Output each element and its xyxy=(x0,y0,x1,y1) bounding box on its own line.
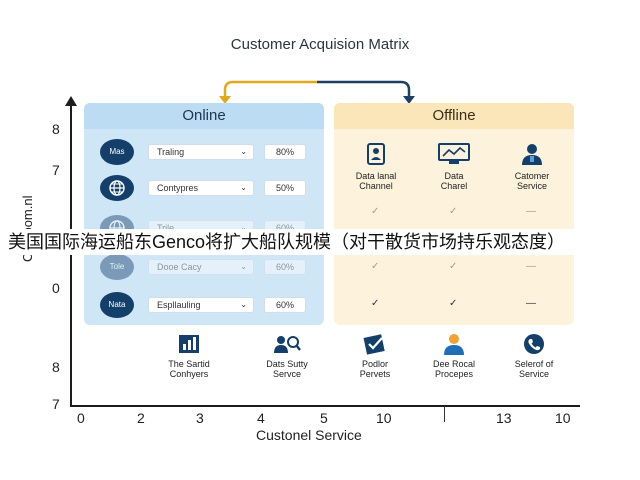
bottom-label: Service xyxy=(518,369,549,379)
bottom-item: Podlor Pervets xyxy=(338,333,412,379)
x-tick: 13 xyxy=(496,410,512,426)
globe-icon xyxy=(100,175,134,201)
channel-select[interactable]: Espllauling ⌄ xyxy=(148,297,254,313)
chevron-down-icon: ⌄ xyxy=(240,147,247,156)
select-value: Dooe Cacy xyxy=(157,262,202,272)
bottom-label: Procepes xyxy=(434,369,474,379)
offline-panel: Offline xyxy=(334,103,574,325)
chevron-down-icon: ⌄ xyxy=(240,223,247,232)
bottom-item: The Sartid Conhyers xyxy=(152,333,226,379)
online-row: Mas Traling ⌄ 80% xyxy=(100,139,314,165)
dash-mark: — xyxy=(526,206,536,217)
offline-channel: Catomer Service xyxy=(497,142,567,191)
offline-label: Channel xyxy=(359,181,393,191)
check-mark: ✓ xyxy=(449,206,458,217)
row-badge: Nata xyxy=(100,292,134,318)
bottom-item: Selerof of Service xyxy=(497,333,571,379)
percent-field[interactable]: 50% xyxy=(264,180,306,196)
online-row: Nata Espllauling ⌄ 60% xyxy=(100,292,314,318)
connector-arrows xyxy=(219,80,415,104)
check-mark: ✓ xyxy=(371,206,380,217)
check-mark: ✓ xyxy=(371,261,380,272)
overlay-caption: 美国国际海运船东Genco将扩大船队规模（对干散货市场持乐观态度） xyxy=(0,229,640,255)
chart-title: Customer Acquision Matrix xyxy=(230,36,410,53)
y-axis-arrow xyxy=(65,96,77,106)
select-value: Espllauling xyxy=(157,300,201,310)
channel-select[interactable]: Contypres ⌄ xyxy=(148,180,254,196)
bottom-label: Pervets xyxy=(359,369,391,379)
document-check-icon xyxy=(363,334,385,355)
bottom-label: Selerof of xyxy=(514,359,554,369)
x-tick: 4 xyxy=(257,410,265,426)
bar-chart-icon xyxy=(179,335,199,353)
y-tick: 7 xyxy=(52,162,60,178)
row-badge: Mas xyxy=(100,139,134,165)
bottom-label: Servce xyxy=(272,369,301,379)
y-axis xyxy=(70,104,72,406)
bottom-label: Podlor xyxy=(361,359,388,369)
offline-label: Charel xyxy=(440,181,468,191)
offline-label: Data lanal xyxy=(355,171,397,181)
online-header: Online xyxy=(84,103,324,129)
x-axis-marker xyxy=(444,406,445,422)
offline-label: Catomer xyxy=(514,171,550,181)
offline-channel: Data lanal Channel xyxy=(341,142,411,191)
x-tick: 3 xyxy=(196,410,204,426)
dash-mark: — xyxy=(526,261,536,272)
x-tick: 2 xyxy=(137,410,145,426)
bottom-label: Dee Rocal xyxy=(432,359,476,369)
bottom-item: Dee Rocal Procepes xyxy=(417,333,491,379)
chevron-down-icon: ⌄ xyxy=(240,183,247,192)
x-axis-label: Custonel Service xyxy=(256,427,362,443)
y-tick: 7 xyxy=(52,396,60,412)
x-tick: 10 xyxy=(376,410,392,426)
y-tick: 0 xyxy=(52,280,60,296)
offline-label: Data xyxy=(444,171,464,181)
chevron-down-icon: ⌄ xyxy=(240,300,247,309)
check-mark: ✓ xyxy=(449,261,458,272)
percent-field[interactable]: 60% xyxy=(264,297,306,313)
person-icon xyxy=(522,144,542,165)
row-badge: Tole xyxy=(100,254,134,280)
bottom-label: Dats Sutty xyxy=(266,359,308,369)
bottom-item: Dats Sutty Servce xyxy=(250,333,324,379)
y-tick: 8 xyxy=(52,121,60,137)
bottom-label: The Sartid xyxy=(168,359,210,369)
online-row: Tole Dooe Cacy ⌄ 60% xyxy=(100,254,314,280)
id-badge-icon xyxy=(367,143,385,165)
select-value: Traling xyxy=(157,147,185,157)
monitor-chart-icon xyxy=(438,143,470,164)
channel-select[interactable]: Dooe Cacy ⌄ xyxy=(148,259,254,275)
bottom-label: Conhyers xyxy=(169,369,209,379)
offline-label: Service xyxy=(516,181,547,191)
online-row: Contypres ⌄ 50% xyxy=(100,175,314,201)
phone-icon xyxy=(524,334,544,354)
dash-mark: — xyxy=(526,298,536,309)
percent-field[interactable]: 80% xyxy=(264,144,306,160)
person-icon xyxy=(444,334,464,355)
select-value: Trile xyxy=(157,223,175,233)
percent-field[interactable]: 60% xyxy=(264,259,306,275)
x-axis xyxy=(70,405,580,407)
x-tick: 10 xyxy=(555,410,571,426)
select-value: Contypres xyxy=(157,183,199,193)
y-tick: 8 xyxy=(52,359,60,375)
channel-select[interactable]: Traling ⌄ xyxy=(148,144,254,160)
chevron-down-icon: ⌄ xyxy=(240,262,247,271)
x-tick: 5 xyxy=(320,410,328,426)
offline-header: Offline xyxy=(334,103,574,129)
offline-channel: Data Charel xyxy=(419,142,489,191)
check-mark: ✓ xyxy=(371,298,380,309)
x-tick: 0 xyxy=(77,410,85,426)
check-mark: ✓ xyxy=(449,298,458,309)
search-people-icon xyxy=(274,336,301,353)
